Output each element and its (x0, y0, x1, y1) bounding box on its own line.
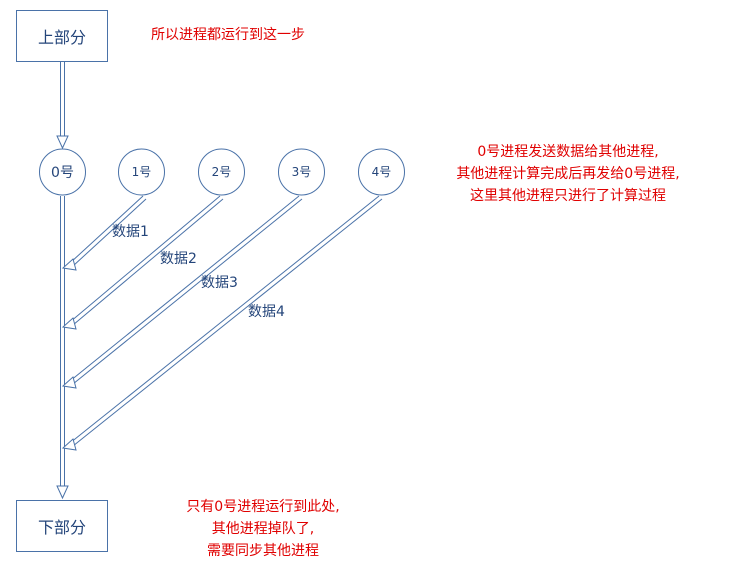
data-label-3: 数据3 (201, 275, 238, 291)
bottom-section-box: 下部分 (16, 500, 108, 552)
data-label-1: 数据1 (112, 224, 149, 240)
bottom-note: 只有0号进程运行到此处, 其他进程掉队了, 需要同步其他进程 (168, 496, 358, 562)
arrow-p2-to-p0 (61, 195, 224, 330)
process-circle-0 (39, 148, 86, 196)
right-note-line-1: 0号进程发送数据给其他进程, (477, 144, 659, 160)
bottom-note-line-2: 其他进程掉队了, (211, 521, 315, 537)
bottom-note-line-1: 只有0号进程运行到此处, (186, 499, 340, 515)
process-circle-3 (278, 148, 325, 196)
right-note: 0号进程发送数据给其他进程, 其他进程计算完成后再发给0号进程, 这里其他进程只… (448, 141, 688, 207)
data-label-2: 数据2 (160, 251, 197, 267)
bottom-note-line-3: 需要同步其他进程 (207, 543, 319, 559)
process-label-0: 0号 (51, 165, 74, 181)
data-label-4: 数据4 (248, 304, 285, 320)
process-label-2: 2号 (212, 165, 232, 179)
process-circle-4 (358, 148, 405, 196)
top-note: 所以进程都运行到这一步 (151, 27, 305, 43)
process-circle-1 (118, 148, 165, 196)
process-label-1: 1号 (132, 165, 152, 179)
arrow-p0-to-bottom (56, 196, 69, 500)
arrow-top-to-p0 (56, 62, 69, 150)
process-label-3: 3号 (292, 165, 312, 179)
process-label-4: 4号 (372, 165, 392, 179)
process-circle-2 (198, 148, 245, 196)
arrow-p4-to-p0 (61, 195, 383, 451)
right-note-line-3: 这里其他进程只进行了计算过程 (470, 188, 666, 204)
right-note-line-2: 其他进程计算完成后再发给0号进程, (456, 166, 680, 182)
arrow-p1-to-p0 (61, 195, 147, 271)
top-section-box: 上部分 (16, 10, 108, 62)
arrow-p3-to-p0 (61, 195, 303, 389)
